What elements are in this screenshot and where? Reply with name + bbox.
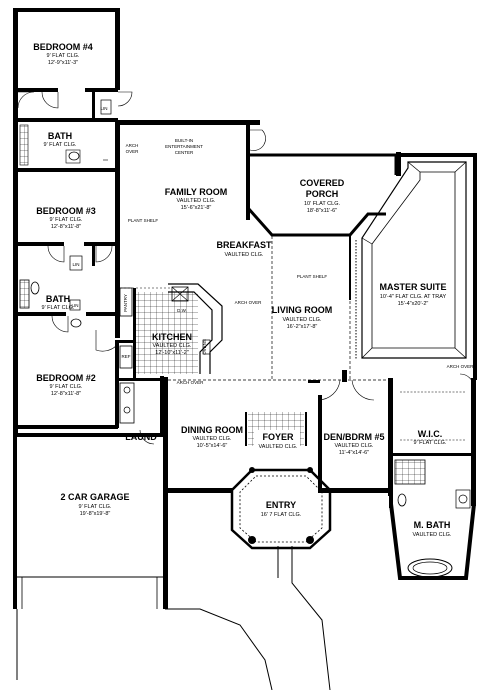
bath-fixtures xyxy=(19,99,471,578)
kitchen-size: 12'-10"x11'-2" xyxy=(155,350,188,356)
over-label: OVER xyxy=(126,149,140,154)
living-room-name: LIVING ROOM xyxy=(272,305,333,315)
arch-over-label-3: ARCH OVER xyxy=(447,364,475,369)
wtr-label: W.T.R. xyxy=(21,432,34,437)
bath-upper-name: BATH xyxy=(48,131,72,141)
master-suite-name: MASTER SUITE xyxy=(379,282,446,292)
breakfast-ceiling: VAULTED CLG. xyxy=(225,252,264,258)
bedroom-3-ceiling: 9' FLAT CLG. xyxy=(50,217,83,223)
room-garage: 2 CAR GARAGE 9' FLAT CLG. 19'-8"x19'-8" xyxy=(60,492,129,517)
ovens-label: OVENS xyxy=(202,339,207,355)
lin-label-1: LIN xyxy=(100,106,107,111)
room-bath-upper: BATH 9' FLAT CLG. xyxy=(44,131,77,148)
room-entry: ENTRY 16' 7 FLAT CLG. xyxy=(261,500,302,518)
dining-room-name: DINING ROOM xyxy=(181,425,243,435)
bedroom-4-ceiling: 9' FLAT CLG. xyxy=(47,53,80,59)
pantry-label: PANTRY xyxy=(123,294,128,312)
master-bath-name: M. BATH xyxy=(414,520,451,530)
plant-shelf-label-1: PLANT SHELF xyxy=(128,218,158,223)
living-room-ceiling: VAULTED CLG. xyxy=(283,317,322,323)
entry-ceiling: 16' 7 FLAT CLG. xyxy=(261,512,302,518)
dining-room-size: 10'-5"x14'-6" xyxy=(197,443,228,449)
interior-walls xyxy=(18,88,473,496)
family-room-size: 15'-6"x21'-8" xyxy=(181,205,212,211)
room-wic: W.I.C. 9' FLAT CLG. xyxy=(414,429,447,446)
lin-label-3: LIN xyxy=(71,303,78,308)
breakfast-name: BREAKFAST xyxy=(216,240,272,250)
room-foyer: FOYER VAULTED CLG. xyxy=(254,430,300,452)
wic-ceiling: 9' FLAT CLG. xyxy=(414,440,447,446)
builtin-label-2: ENTERTAINMENT xyxy=(165,144,203,149)
foyer-name: FOYER xyxy=(262,432,294,442)
room-living: LIVING ROOM VAULTED CLG. 16'-2"x17'-8" xyxy=(272,305,333,330)
builtin-label-1: BUILT-IN xyxy=(175,138,193,143)
laundry-name: LAUND xyxy=(125,432,157,442)
garage-name: 2 CAR GARAGE xyxy=(60,492,129,502)
arch-label: ARCH xyxy=(126,143,139,148)
room-master-suite: MASTER SUITE 10'-4" FLAT CLG. AT TRAY 15… xyxy=(379,282,446,307)
room-family: FAMILY ROOM VAULTED CLG. 15'-6"x21'-8" xyxy=(165,187,228,211)
porch-ceiling: 10' FLAT CLG. xyxy=(304,201,340,207)
builtin-label-3: CENTER xyxy=(175,150,194,155)
plant-shelf-label-2: PLANT SHELF xyxy=(297,274,327,279)
porch-name-2: PORCH xyxy=(306,189,339,199)
bedroom-4-name: BEDROOM #4 xyxy=(33,42,93,52)
bedroom-2-name: BEDROOM #2 xyxy=(36,373,96,383)
room-den: DEN/BDRM #5 VAULTED CLG. 11'-4"x14'-6" xyxy=(323,432,384,456)
room-master-bath: M. BATH VAULTED CLG. xyxy=(413,520,452,538)
wic-name: W.I.C. xyxy=(418,429,443,439)
dw-label: D.W. xyxy=(177,308,187,313)
bath-mid-ceiling: 9' FLAT CLG. xyxy=(42,305,75,311)
bedroom-4-size: 12'-9"x11'-3" xyxy=(48,60,78,66)
room-bath-mid: BATH 9' FLAT CLG. xyxy=(42,294,75,311)
foyer-ceiling: VAULTED CLG. xyxy=(259,444,298,450)
kitchen-ceiling: VAULTED CLG. xyxy=(153,343,192,349)
family-room-name: FAMILY ROOM xyxy=(165,187,228,197)
lin-label-2: LIN xyxy=(72,262,79,267)
porch-name-1: COVERED xyxy=(300,178,345,188)
bath-mid-name: BATH xyxy=(46,294,70,304)
kitchen-name: KITCHEN xyxy=(152,332,192,342)
room-laundry: LAUND xyxy=(125,432,157,442)
bedroom-3-name: BEDROOM #3 xyxy=(36,206,96,216)
porch-size: 18'-8"x11'-6" xyxy=(307,208,337,214)
den-name: DEN/BDRM #5 xyxy=(323,432,384,442)
room-dining: DINING ROOM VAULTED CLG. 10'-5"x14'-6" xyxy=(181,425,243,449)
minor-labels: ARCH OVER BUILT-IN ENTERTAINMENT CENTER … xyxy=(21,106,474,437)
den-size: 11'-4"x14'-6" xyxy=(339,450,369,456)
family-room-ceiling: VAULTED CLG. xyxy=(177,198,216,204)
arch-over-label-2: ARCH OVER xyxy=(177,380,205,385)
room-bedroom-4: BEDROOM #4 9' FLAT CLG. 12'-9"x11'-3" xyxy=(33,42,93,66)
master-suite-ceiling: 10'-4" FLAT CLG. AT TRAY xyxy=(380,294,447,300)
bedroom-2-ceiling: 9' FLAT CLG. xyxy=(50,384,83,390)
room-kitchen: KITCHEN VAULTED CLG. 12'-10"x11'-2" xyxy=(152,332,192,356)
garage-ceiling: 9' FLAT CLG. xyxy=(79,504,112,510)
kitchen-fixtures xyxy=(119,283,223,424)
ref-label: REF xyxy=(122,354,131,359)
bath-upper-ceiling: 9' FLAT CLG. xyxy=(44,142,77,148)
room-porch: COVERED PORCH 10' FLAT CLG. 18'-8"x11'-6… xyxy=(300,178,345,214)
entry-octagon xyxy=(230,467,332,550)
arch-over-label-1: ARCH OVER xyxy=(235,300,263,305)
bedroom-2-size: 12'-8"x11'-8" xyxy=(51,391,81,397)
garage-size: 19'-8"x19'-8" xyxy=(80,511,111,517)
room-breakfast: BREAKFAST VAULTED CLG. xyxy=(216,240,272,258)
bedroom-3-size: 12'-8"x11'-8" xyxy=(51,224,81,230)
room-bedroom-2: BEDROOM #2 9' FLAT CLG. 12'-8"x11'-8" xyxy=(36,373,96,397)
master-bath-ceiling: VAULTED CLG. xyxy=(413,532,452,538)
dining-room-ceiling: VAULTED CLG. xyxy=(193,436,232,442)
tray-ceiling xyxy=(355,161,467,360)
entry-name: ENTRY xyxy=(266,500,296,510)
door-swings xyxy=(17,91,475,445)
master-suite-size: 15'-4"x20'-2" xyxy=(398,301,429,307)
den-ceiling: VAULTED CLG. xyxy=(335,443,374,449)
living-room-size: 16'-2"x17'-8" xyxy=(287,324,318,330)
exterior-walls xyxy=(13,8,477,690)
room-bedroom-3: BEDROOM #3 9' FLAT CLG. 12'-8"x11'-8" xyxy=(36,206,96,230)
